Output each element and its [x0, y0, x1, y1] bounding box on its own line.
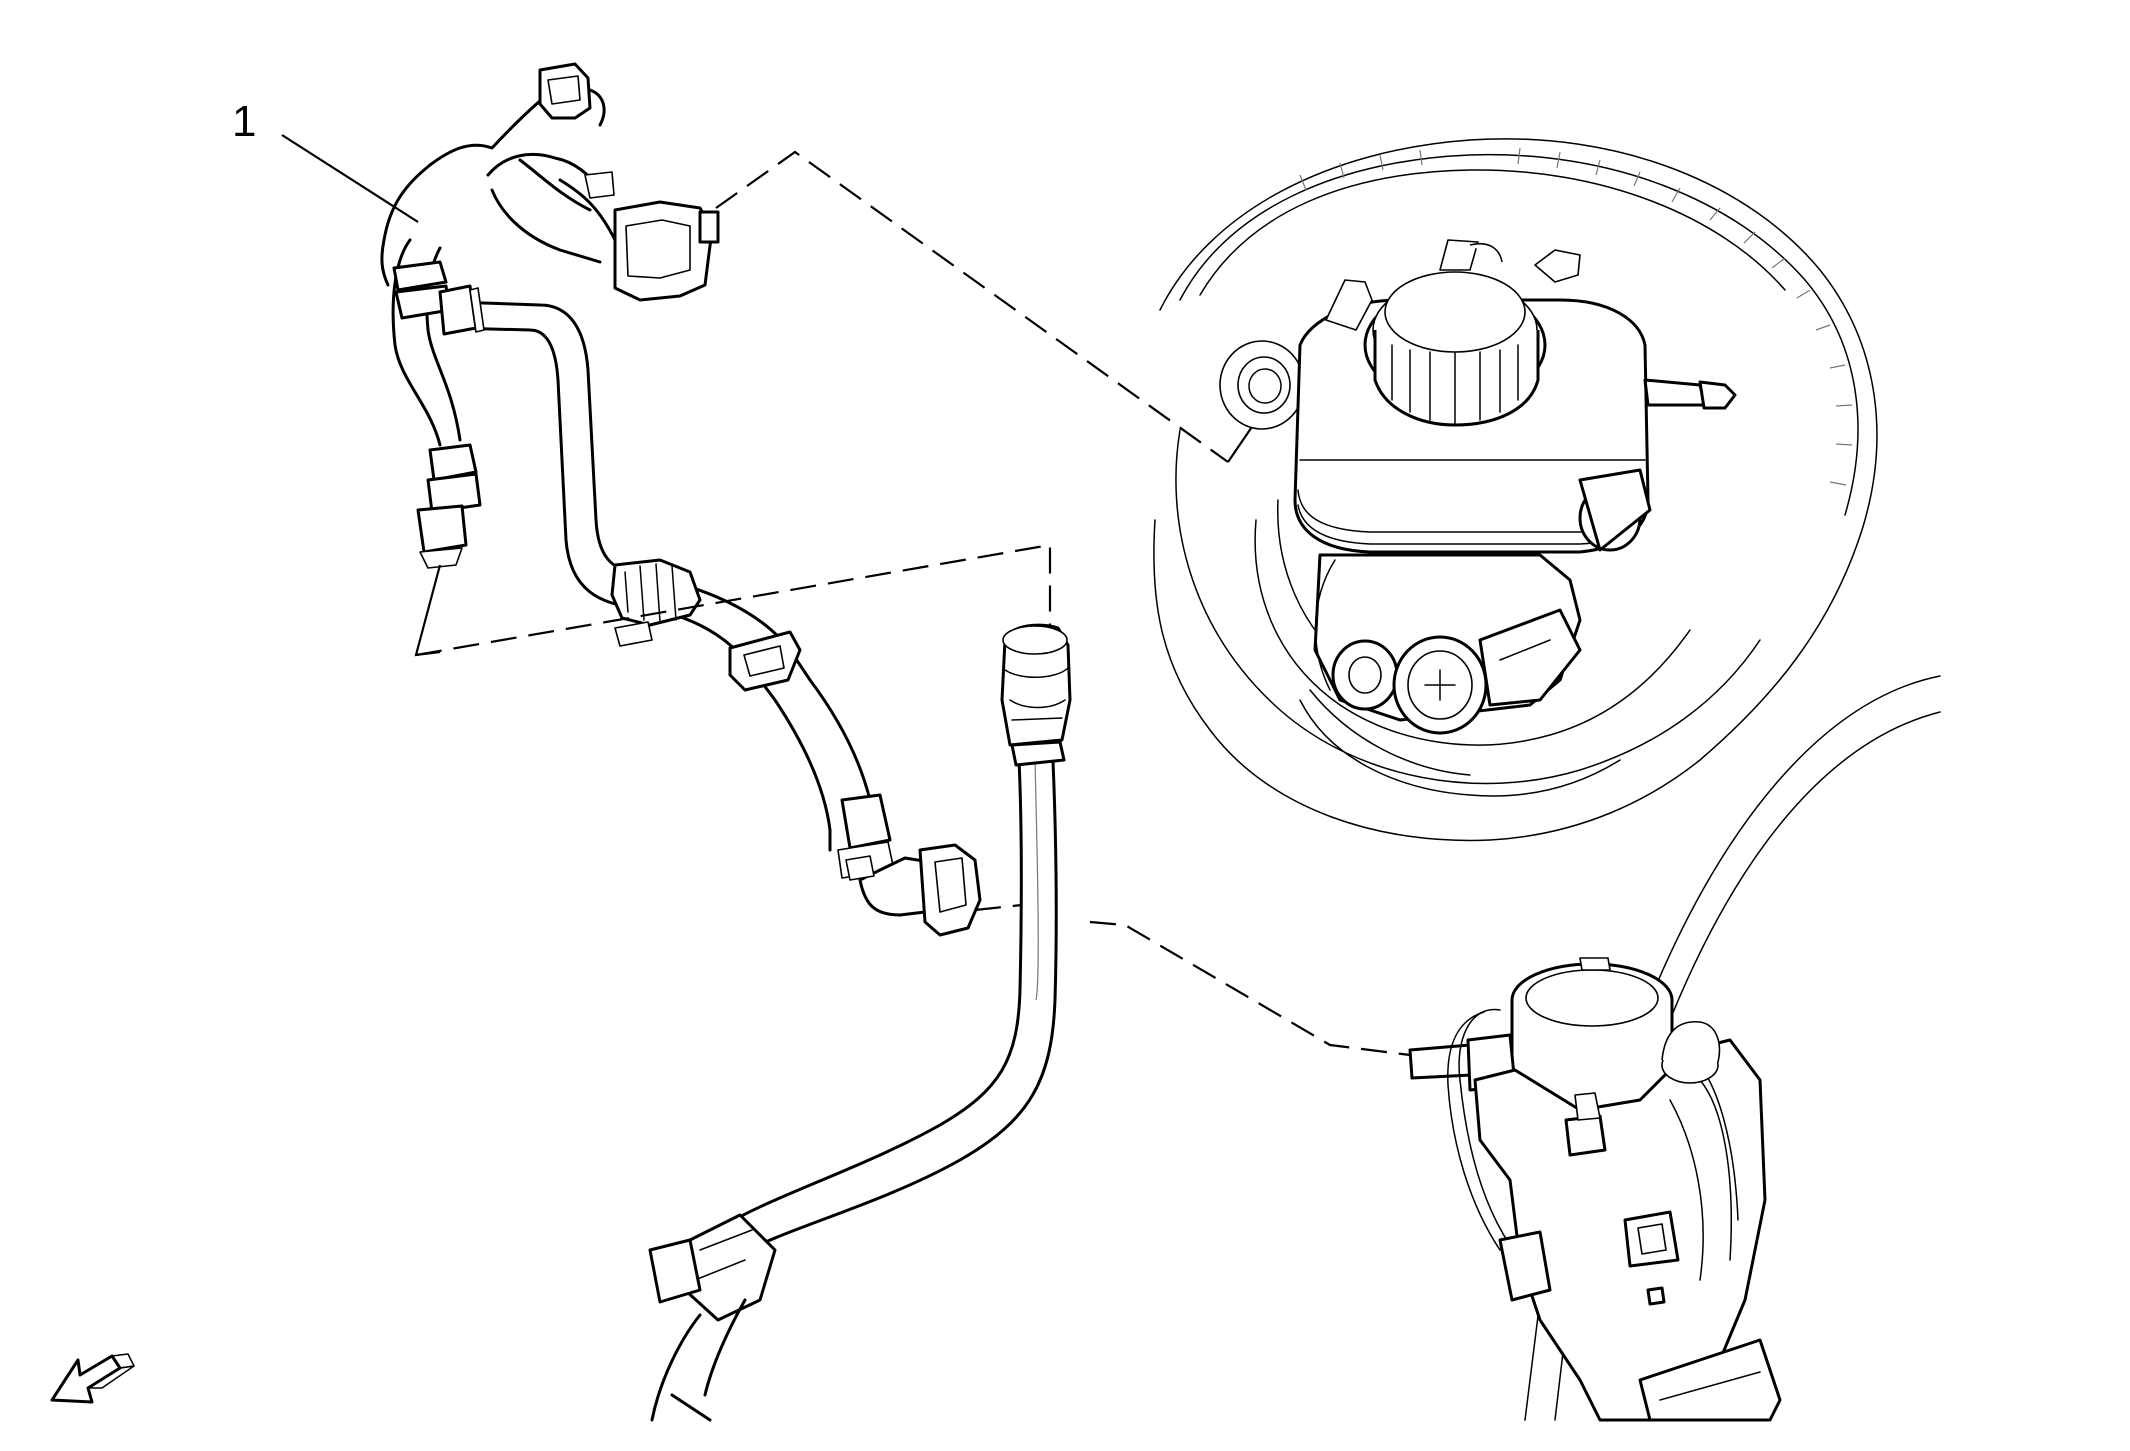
left-hose-end-fitting	[416, 443, 482, 569]
right-electrical-connector	[558, 171, 720, 302]
left-hose-outer-a	[391, 238, 442, 447]
reservoir-nipple	[1643, 378, 1737, 410]
large-hose-left-edge	[716, 738, 1023, 1232]
lower-elbow-connector	[845, 843, 982, 937]
reservoir-left-tab	[1325, 279, 1373, 331]
booster-vacuum-port	[1219, 340, 1305, 430]
pump-inlet-hose	[1458, 1008, 1511, 1246]
routing-line-booster	[715, 150, 1229, 463]
middle-hose-coupling	[610, 558, 702, 647]
large-hose-quick-connector	[1000, 623, 1072, 767]
booster-rim-ribs	[1299, 147, 1853, 486]
hose-clip-upper	[438, 284, 485, 336]
callout-1-leader-line	[281, 134, 419, 223]
large-hose-lower-clamp	[648, 1213, 777, 1322]
callout-1: 1	[232, 97, 419, 223]
callout-1-label: 1	[232, 97, 256, 146]
booster-outer-shell	[1153, 138, 1878, 842]
leader-left-fitting	[414, 564, 442, 657]
upper-hose-inner	[518, 158, 592, 212]
pump-bolt-upper	[1564, 1092, 1607, 1157]
upper-hose-outer	[490, 188, 602, 264]
pump-bolt-lower	[1623, 1210, 1680, 1306]
master-cylinder-body	[1313, 468, 1652, 735]
booster-face-circle	[1175, 429, 1761, 785]
routing-line-lower	[415, 543, 1052, 657]
routing-line-pump	[974, 903, 1023, 912]
upper-hose-connector-curve	[486, 152, 602, 192]
routing-line-pump-b	[1089, 920, 1411, 1057]
vacuum-pump	[1408, 675, 1941, 1422]
large-hose-right-edge	[738, 738, 1058, 1257]
large-vacuum-hose	[648, 623, 1072, 1422]
pump-side-clip	[1498, 1230, 1552, 1302]
top-electrical-connector	[538, 62, 606, 127]
routing-lines	[414, 150, 1411, 1057]
hose-bracket-wire	[380, 86, 558, 287]
master-cylinder-reservoir	[1293, 239, 1737, 735]
pump-bottom-flange	[1638, 1338, 1782, 1422]
left-hose-fitting-upper	[392, 260, 452, 320]
hose-clip-middle	[728, 630, 802, 692]
front-direction-arrow-icon	[50, 1353, 135, 1404]
brake-booster	[1153, 138, 1878, 842]
vacuum-hose-assembly	[380, 62, 982, 937]
reservoir-cap	[1363, 239, 1547, 427]
